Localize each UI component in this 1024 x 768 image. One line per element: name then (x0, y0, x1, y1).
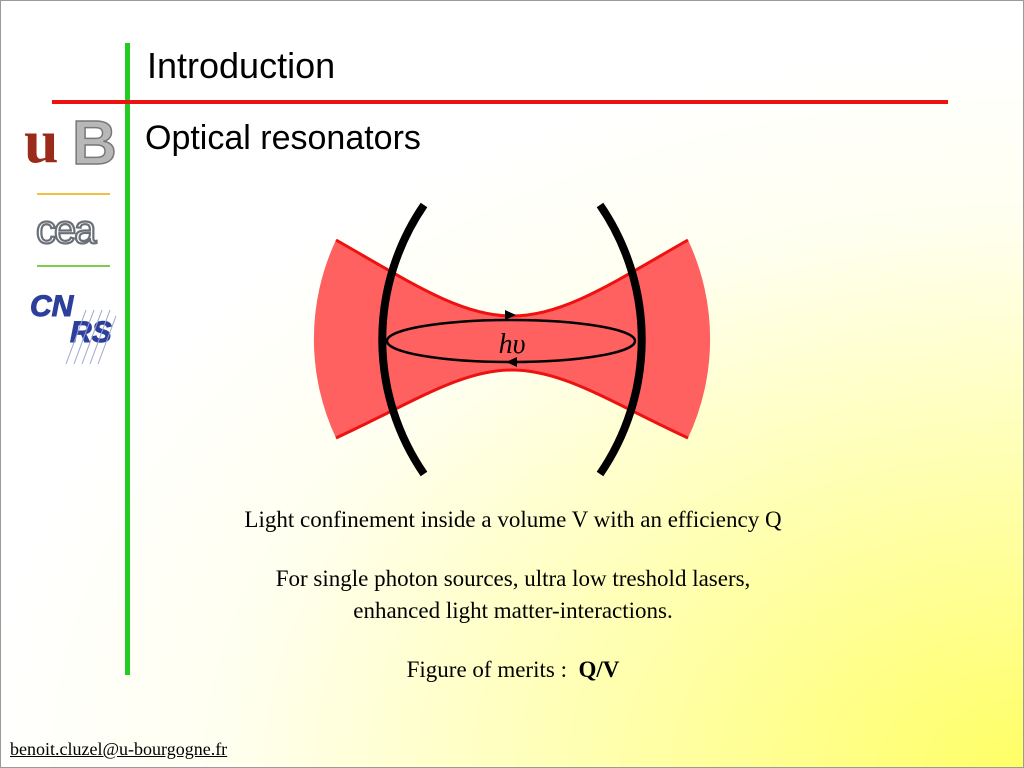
ub-logo: u B (24, 110, 118, 168)
optical-resonator-diagram: hυ (313, 202, 711, 477)
applications-text: For single photon sources, ultra low tre… (130, 563, 896, 627)
applications-line-1: For single photon sources, ultra low tre… (275, 566, 751, 591)
figure-of-merit: Figure of merits : Q/V (130, 654, 896, 686)
merit-label: Figure of merits : (406, 657, 567, 682)
green-vertical-rule (125, 43, 130, 675)
arrow-left-icon (506, 357, 517, 367)
beam-waist (313, 240, 711, 438)
red-horizontal-rule (52, 100, 948, 104)
applications-line-2: enhanced light matter-interactions. (353, 598, 673, 623)
cnrs-logo-cn: CN (30, 290, 75, 323)
left-mirror (378, 202, 428, 477)
logo-separator-yellow (37, 193, 110, 195)
beam-lower-edge (335, 368, 689, 440)
slide-title: Introduction (147, 45, 336, 86)
ub-logo-u: u (24, 110, 58, 168)
cnrs-logo-rs: RS (70, 316, 112, 349)
photon-symbol: hυ (499, 329, 526, 360)
footer-email-link[interactable]: benoit.cluzel@u-bourgogne.fr (10, 739, 228, 759)
arrow-right-icon (505, 310, 516, 320)
cnrs-logo: CN RS (30, 290, 117, 365)
ub-logo-b: B (72, 110, 117, 168)
confinement-text: Light confinement inside a volume V with… (244, 507, 782, 532)
cnrs-logo-hatching (65, 309, 117, 365)
cea-logo-text: cea (36, 210, 97, 250)
cea-logo: cea (36, 210, 100, 250)
merit-value: Q/V (578, 657, 620, 682)
right-mirror (596, 202, 646, 477)
logo-separator-green (37, 265, 110, 267)
slide-subtitle: Optical resonators (145, 119, 421, 157)
